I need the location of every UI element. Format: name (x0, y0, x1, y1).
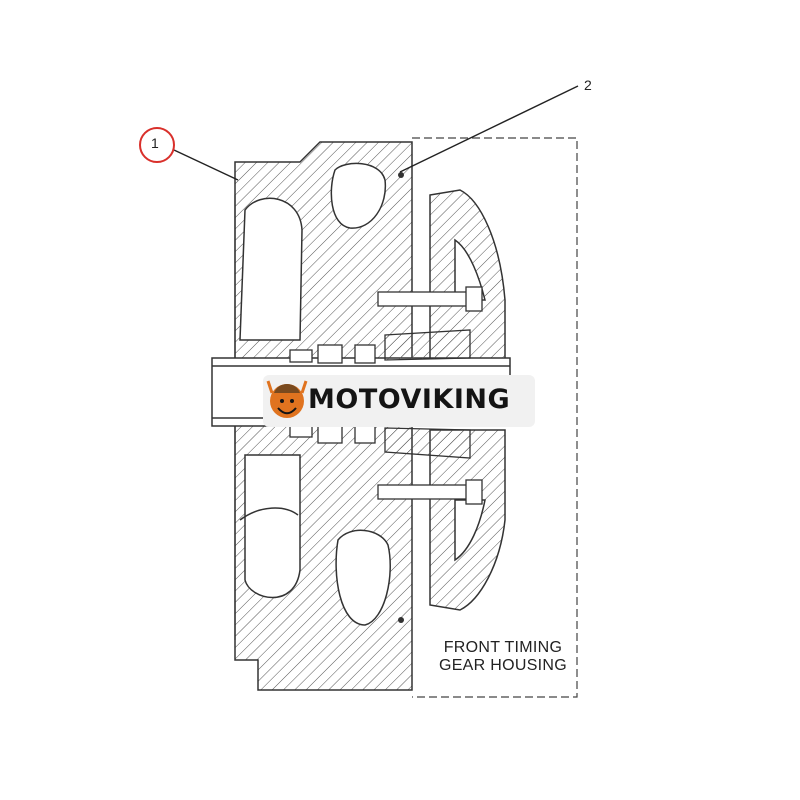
callout-2: 2 (584, 77, 592, 93)
bearings (289, 329, 471, 459)
cavities (330, 162, 391, 626)
watermark-brand: MOTOVIKING (308, 384, 511, 415)
highlight-circle (139, 127, 175, 163)
viking-logo (266, 380, 308, 418)
housing-outline (412, 137, 578, 698)
flange (429, 189, 506, 611)
caption-line-2: GEAR HOUSING (438, 657, 568, 674)
bolts (377, 286, 483, 505)
watermark-band (263, 375, 535, 427)
callout-1: 1 (151, 135, 159, 151)
leader-lines (173, 85, 579, 181)
caption-line-1: FRONT TIMING (443, 639, 563, 656)
o-rings (398, 172, 404, 623)
